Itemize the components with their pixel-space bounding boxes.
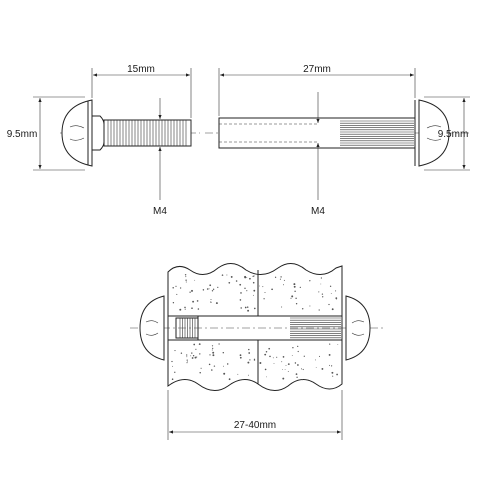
upper-board (167, 263, 343, 317)
particle-board-texture (171, 274, 339, 381)
nut-thread-label: M4 (311, 206, 325, 217)
assembly-knurl-lines (290, 317, 341, 339)
nut-head (418, 99, 450, 167)
nut-head-label: 9.5mm (438, 129, 469, 140)
screw-length-label: 15mm (127, 64, 155, 75)
assembly-screw-head (139, 295, 165, 361)
screw-head-label: 9.5mm (7, 129, 38, 140)
assembly-view (130, 263, 385, 391)
assembly-thickness-label: 27-40mm (234, 420, 276, 431)
screw-thread-lines (107, 120, 187, 146)
nut-length-dimension: 27mm (218, 64, 416, 116)
screw-thread-label: M4 (153, 206, 167, 217)
barrel-nut-view (205, 99, 470, 167)
assembly-thickness-dimension: 27-40mm (167, 390, 343, 440)
screw-length-dimension: 15mm (91, 64, 192, 118)
nut-head-dimension: 9.5mm (424, 96, 470, 171)
screw-thread-dimension: M4 (153, 98, 167, 217)
nut-barrel (218, 117, 416, 149)
assembly-nut-head (345, 295, 371, 361)
screw-view (60, 99, 200, 167)
screw-head (61, 99, 93, 167)
nut-length-label: 27mm (303, 64, 331, 75)
assembly-thread-lines (179, 318, 196, 338)
screw-neck (91, 115, 105, 151)
nut-thread-dimension: M4 (311, 92, 325, 217)
lower-board (167, 339, 343, 391)
screw-shank (103, 119, 192, 147)
screw-head-dimension: 9.5mm (7, 96, 85, 171)
nut-knurl-lines (340, 120, 414, 146)
